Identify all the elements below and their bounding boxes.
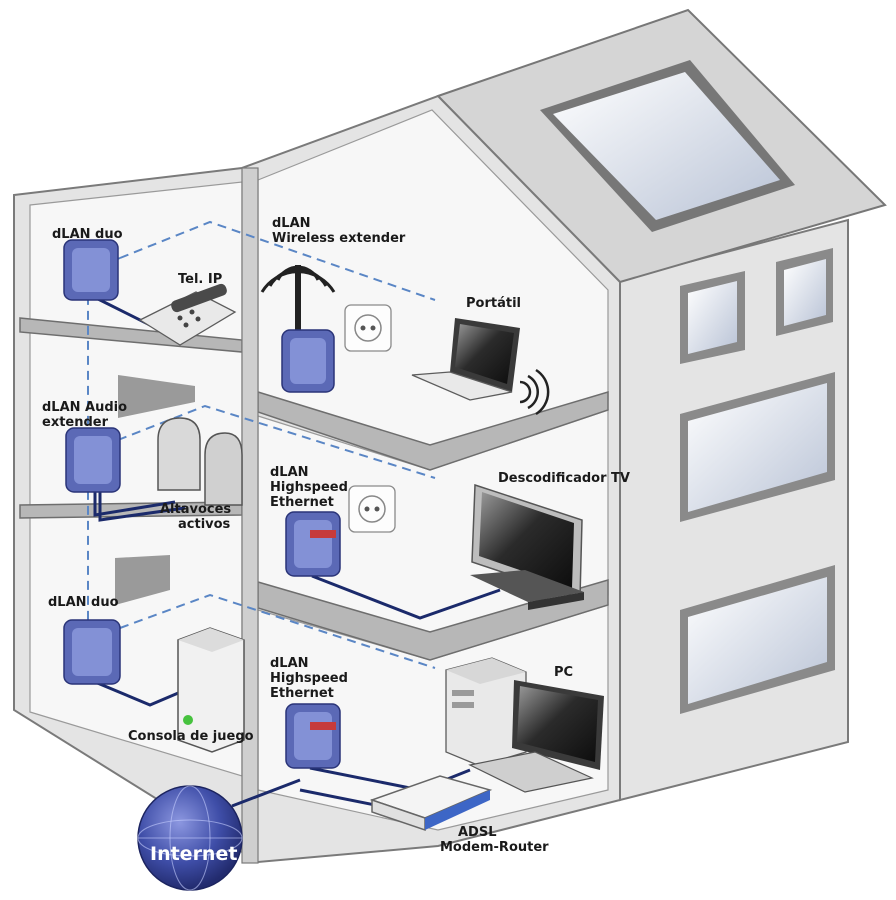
wall-socket-icon [348, 485, 396, 533]
label-dlan-hs-bot-2: Highspeed [270, 671, 348, 686]
facade-windows [680, 248, 835, 714]
keyboard-icon [468, 751, 594, 793]
label-dlan-wireless-2: Wireless extender [272, 231, 406, 246]
globe-icon [137, 785, 243, 891]
left-window-mid [118, 375, 195, 418]
center-wall [241, 167, 259, 864]
label-adsl-2: Modem-Router [440, 840, 549, 855]
label-dlan-duo-bottom: dLAN duo [48, 595, 119, 610]
set-top-box-icon [470, 570, 584, 610]
label-altavoces-1: Altavoces [160, 502, 231, 517]
dlan-adapter-icon [63, 619, 121, 685]
label-portatil: Portátil [466, 296, 521, 311]
label-dlan-wireless-1: dLAN [272, 216, 311, 231]
label-dlan-hs-mid-1: dLAN [270, 465, 309, 480]
cable-tv [311, 574, 501, 620]
cable-internet [231, 778, 301, 808]
dlan-adapter-icon [285, 703, 341, 769]
label-dlan-hs-mid-2: Highspeed [270, 480, 348, 495]
powerline-link [119, 220, 436, 301]
label-internet: Internet [150, 843, 237, 865]
monitor-icon [512, 680, 604, 770]
label-tel-ip: Tel. IP [178, 272, 222, 287]
skylight-glass [553, 72, 780, 220]
wireless-signal-icon [260, 265, 336, 345]
cable-speakers [93, 492, 176, 517]
label-dlan-hs-bot-3: Ethernet [270, 686, 334, 701]
cable-speakers-2 [98, 492, 186, 522]
cable-console [94, 680, 191, 707]
label-dlan-hs-mid-3: Ethernet [270, 495, 334, 510]
label-pc: PC [554, 665, 573, 680]
label-dlan-audio-2: extender [42, 415, 109, 430]
router-icon [369, 775, 493, 832]
labels: dLAN duo Tel. IP dLAN Wireless extender … [42, 216, 630, 865]
label-adsl-1: ADSL [458, 825, 497, 840]
label-dlan-duo-top: dLAN duo [52, 227, 123, 242]
label-dlan-audio-1: dLAN Audio [42, 400, 127, 415]
label-dlan-hs-bot-1: dLAN [270, 656, 309, 671]
laptop-icon [411, 318, 550, 416]
powerline-link [119, 593, 436, 669]
tv-icon [471, 483, 583, 600]
dlan-adapter-icon [65, 427, 121, 493]
game-console-icon [177, 627, 245, 753]
dlan-adapter-icon [285, 511, 341, 577]
label-descodificador: Descodificador TV [498, 471, 630, 486]
left-window-bottom [115, 555, 170, 605]
label-consola: Consola de juego [128, 729, 254, 744]
ip-phone-icon [138, 283, 237, 346]
dlan-adapter-icon [281, 329, 335, 393]
pc-tower-icon [445, 657, 527, 767]
dlan-adapter-icon [63, 239, 119, 301]
powerline-link [117, 404, 436, 479]
label-altavoces-2: activos [178, 517, 231, 532]
speaker-icon [157, 417, 243, 506]
wall-socket-icon [344, 304, 392, 352]
